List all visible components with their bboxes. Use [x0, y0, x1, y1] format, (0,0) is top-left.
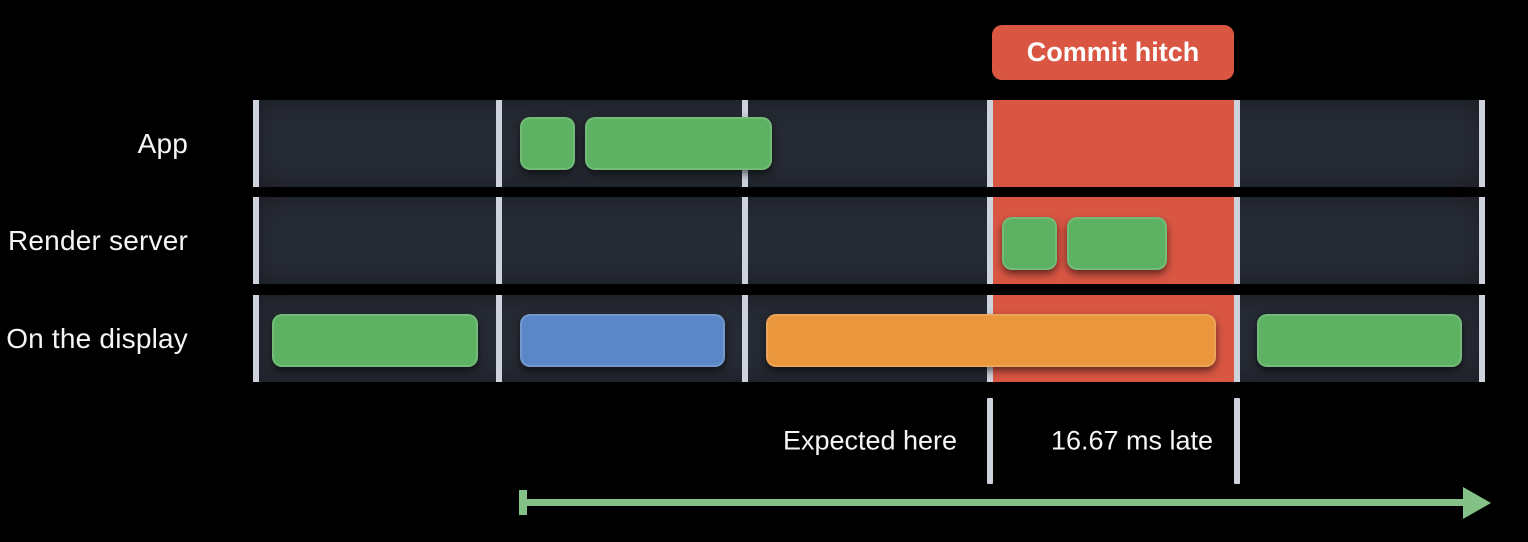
display-frame-bar-2	[520, 314, 725, 367]
app-work-bar-long	[585, 117, 772, 170]
frame-boundary-divider	[1234, 197, 1240, 284]
frame-boundary-divider	[1234, 100, 1240, 187]
expected-frame-boundary-tick	[987, 398, 993, 484]
time-arrow-line	[519, 499, 1465, 506]
frame-boundary-divider	[742, 197, 748, 284]
frame-boundary-divider	[987, 100, 993, 187]
display-frame-bar-4	[1257, 314, 1462, 367]
timeline-row-render-server: Render server	[0, 197, 1528, 284]
frame-boundary-divider	[253, 100, 259, 187]
timeline-track-app	[253, 100, 1485, 187]
frame-boundary-divider	[1234, 295, 1240, 382]
frame-boundary-divider	[496, 295, 502, 382]
frame-boundary-divider	[987, 197, 993, 284]
render-work-bar-long	[1067, 217, 1167, 270]
late-duration-label: 16.67 ms late	[1050, 425, 1214, 456]
frame-boundary-divider	[742, 295, 748, 382]
late-frame-boundary-tick	[1234, 398, 1240, 484]
row-label-on-the-display: On the display	[6, 322, 188, 354]
commit-hitch-callout: Commit hitch	[992, 25, 1234, 80]
frame-boundary-divider	[496, 100, 502, 187]
frame-boundary-divider	[1479, 100, 1485, 187]
timeline-row-app: App	[0, 100, 1528, 187]
display-frame-bar-hitched	[766, 314, 1216, 367]
row-label-render-server: Render server	[7, 224, 188, 256]
frame-boundary-divider	[1479, 197, 1485, 284]
display-frame-bar-1	[272, 314, 478, 367]
render-work-bar-short	[1002, 217, 1057, 270]
frame-boundary-divider	[496, 197, 502, 284]
time-arrow-head-icon	[1463, 487, 1491, 519]
row-label-app: App	[137, 127, 188, 159]
frame-boundary-divider	[1479, 295, 1485, 382]
app-work-bar-short	[520, 117, 575, 170]
frame-boundary-divider	[253, 197, 259, 284]
commit-hitch-band	[993, 100, 1234, 187]
frame-boundary-divider	[253, 295, 259, 382]
timeline-track-render-server	[253, 197, 1485, 284]
expected-here-label: Expected here	[782, 425, 958, 456]
